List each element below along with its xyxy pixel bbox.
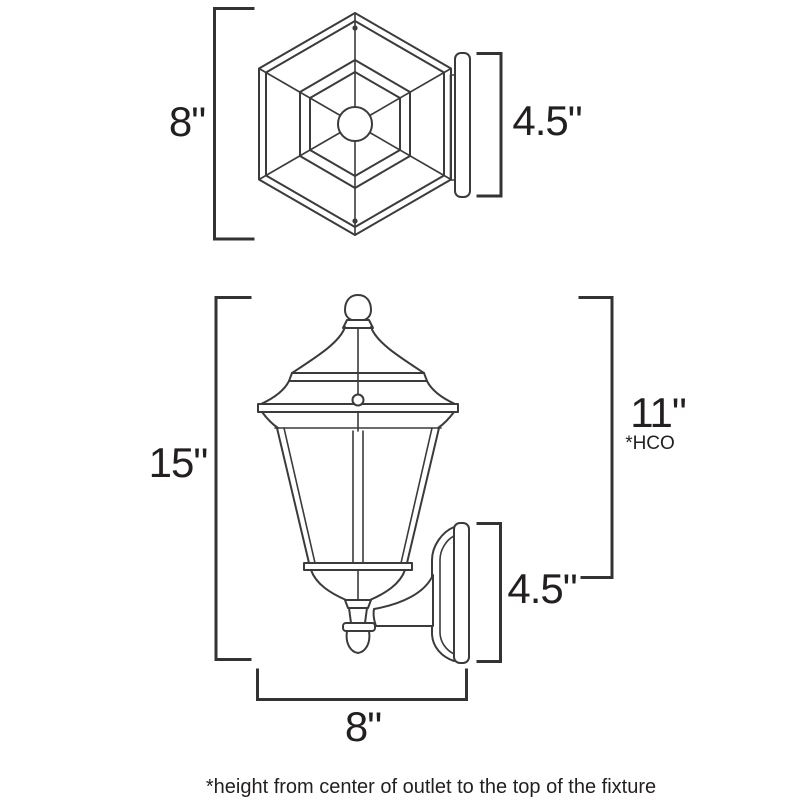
backplate-plate — [454, 52, 471, 198]
top-view-width-bracket — [213, 7, 255, 241]
side-view-height-bracket — [214, 296, 252, 661]
side-view-backplate-bracket — [476, 522, 502, 663]
screw-dot-bottom — [352, 218, 358, 224]
side-view-hco-note: *HCO — [625, 433, 675, 454]
shoulder-right — [437, 411, 455, 429]
lantern-finial-collar — [342, 319, 374, 329]
top-view-backplate-label: 4.5" — [512, 97, 581, 144]
screw-dot-top — [352, 25, 358, 31]
side-view-width-bracket — [256, 668, 468, 701]
side-view-backplate — [431, 522, 470, 664]
side-view-backplate-label: 4.5" — [507, 565, 576, 612]
backplate-dome-inner — [439, 535, 455, 655]
footnote-text: *height from center of outlet to the top… — [206, 776, 656, 798]
lantern-base — [310, 569, 406, 654]
drop-finial — [345, 630, 371, 654]
side-view-hco-bracket — [578, 296, 614, 579]
lantern-glass-body — [274, 427, 442, 564]
center-cap-circle — [337, 106, 373, 142]
hexagon-frame — [258, 12, 452, 236]
side-view-width-label: 8" — [345, 703, 381, 750]
top-view-backplate — [449, 52, 471, 198]
top-view-backplate-bracket — [476, 52, 503, 198]
side-view: 15" 11" *HCO — [149, 294, 687, 750]
rim-knob — [351, 393, 365, 407]
top-view: 8" — [169, 7, 583, 241]
top-view-width-label: 8" — [169, 98, 205, 145]
mounting-arm — [372, 574, 434, 627]
side-view-hco-label: 11" — [630, 389, 686, 436]
lantern-finial-ball — [344, 294, 372, 322]
shoulder-left — [261, 411, 279, 429]
lantern-drawing — [257, 294, 470, 664]
finial-ring — [342, 622, 376, 632]
base-plate — [303, 562, 413, 571]
backplate-plate-side — [453, 522, 470, 664]
lantern-dome — [260, 326, 456, 405]
side-view-height-label: 15" — [149, 439, 208, 486]
